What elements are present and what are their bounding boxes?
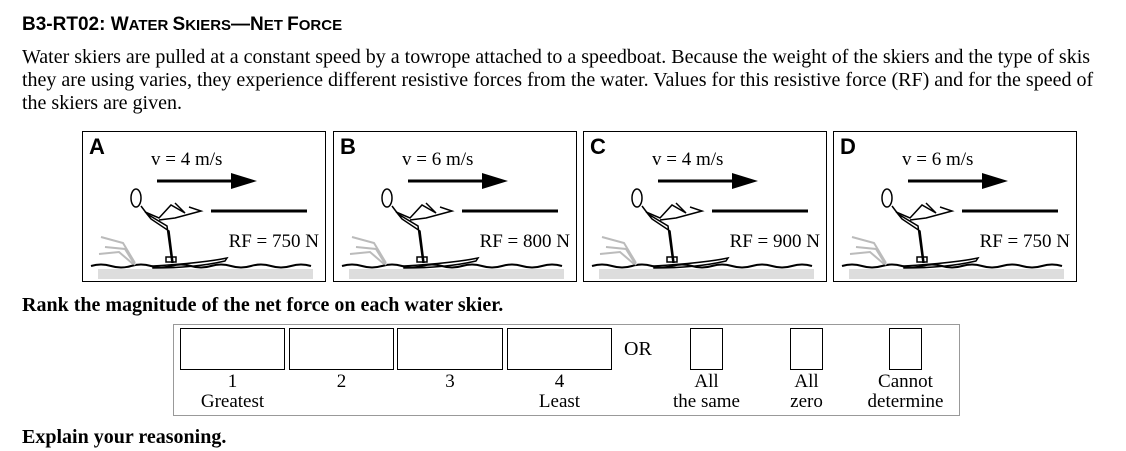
problem-intro: Water skiers are pulled at a constant sp… bbox=[22, 46, 1094, 114]
rank-1-input[interactable] bbox=[180, 328, 285, 370]
skier-figure bbox=[881, 188, 980, 269]
water-skier-illustration bbox=[90, 173, 313, 279]
panel-label: A bbox=[89, 134, 105, 159]
spray bbox=[98, 236, 136, 266]
water-line bbox=[341, 263, 563, 269]
rank-3-input[interactable] bbox=[397, 328, 503, 370]
panel-label: C bbox=[590, 134, 606, 159]
rank-4-input[interactable] bbox=[507, 328, 612, 370]
velocity-label: v = 4 m/s bbox=[151, 149, 223, 170]
panel-label: D bbox=[840, 134, 856, 159]
water-skier-illustration bbox=[591, 173, 814, 279]
water-line bbox=[841, 263, 1063, 269]
skier-panel-d: D v = 6 m/s RF = 750 N bbox=[833, 131, 1077, 282]
rank-2-label: 2 bbox=[336, 371, 347, 392]
skier-panel-c: C v = 4 m/s RF = 900 N bbox=[583, 131, 827, 282]
skier-panel-b: B v = 6 m/s RF = 800 N bbox=[333, 131, 577, 282]
resistive-force-label: RF = 800 N bbox=[479, 231, 570, 252]
skier-figure bbox=[631, 188, 730, 269]
velocity-label: v = 6 m/s bbox=[402, 149, 474, 170]
spray bbox=[349, 236, 387, 266]
ranking-question: Rank the magnitude of the net force on e… bbox=[22, 294, 504, 316]
or-label: OR bbox=[624, 338, 652, 360]
water-band bbox=[349, 269, 564, 279]
ranking-area bbox=[173, 324, 960, 416]
water-band bbox=[98, 269, 313, 279]
water-line bbox=[90, 263, 312, 269]
velocity-arrow-icon bbox=[157, 173, 257, 189]
all-same-checkbox[interactable] bbox=[690, 328, 723, 370]
explain-prompt: Explain your reasoning. bbox=[22, 426, 227, 448]
resistive-force-label: RF = 750 N bbox=[228, 231, 319, 252]
rank-3-label: 3 bbox=[445, 371, 455, 392]
cannot-determine-checkbox[interactable] bbox=[889, 328, 922, 370]
water-skier-illustration bbox=[841, 173, 1064, 279]
water-band bbox=[599, 269, 814, 279]
velocity-label: v = 4 m/s bbox=[652, 149, 724, 170]
spray bbox=[599, 236, 637, 266]
skier-figure bbox=[381, 188, 480, 269]
water-line bbox=[591, 263, 813, 269]
problem-title: B3-RT02: WATER SKIERS—NET FORCE bbox=[22, 14, 343, 35]
rank-2-input[interactable] bbox=[289, 328, 394, 370]
skier-panel-a: A v = 4 m/s RF = 750 N bbox=[82, 131, 326, 282]
water-band bbox=[849, 269, 1064, 279]
velocity-arrow-icon bbox=[908, 173, 1008, 189]
panel-label: B bbox=[340, 134, 356, 159]
resistive-force-label: RF = 750 N bbox=[979, 231, 1070, 252]
all-zero-checkbox[interactable] bbox=[790, 328, 823, 370]
spray bbox=[849, 236, 887, 266]
velocity-arrow-icon bbox=[658, 173, 758, 189]
resistive-force-label: RF = 900 N bbox=[729, 231, 820, 252]
velocity-arrow-icon bbox=[408, 173, 508, 189]
velocity-label: v = 6 m/s bbox=[902, 149, 974, 170]
skier-figure bbox=[130, 188, 229, 269]
water-skier-illustration bbox=[341, 173, 564, 279]
